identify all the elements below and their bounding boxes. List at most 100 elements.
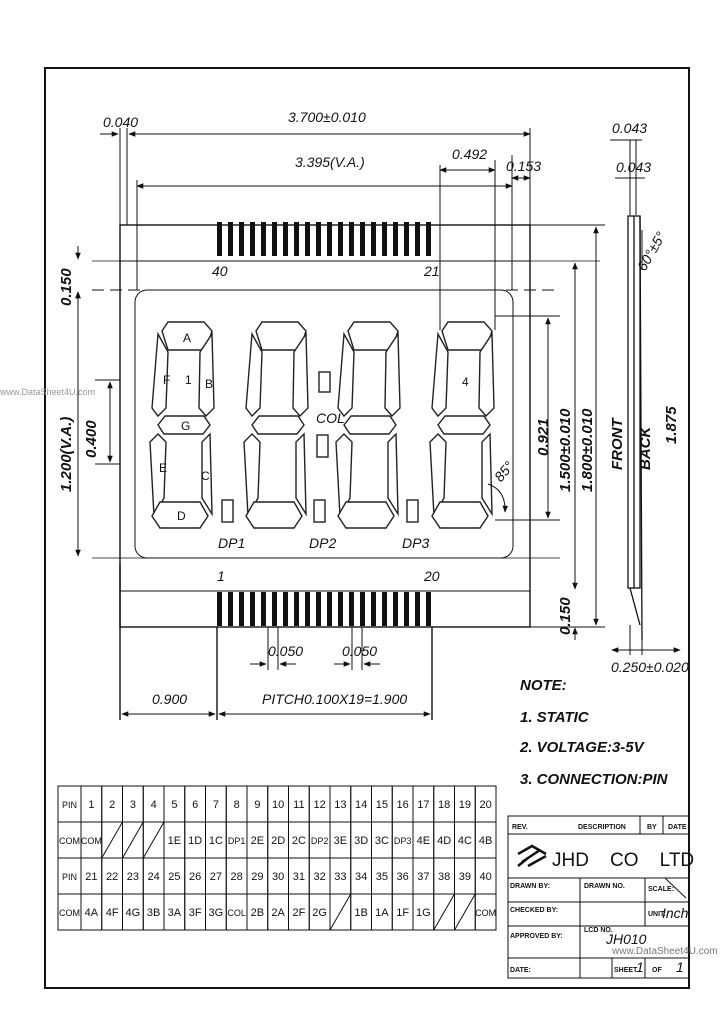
drawing-border bbox=[44, 67, 690, 989]
dim-3700: 3.700±0.010 bbox=[288, 109, 366, 125]
pin-table-text: 35 bbox=[376, 871, 388, 883]
dim-0043b: 0.043 bbox=[616, 159, 651, 175]
digit-4 bbox=[429, 321, 495, 529]
seg-label-F: F bbox=[163, 373, 170, 387]
pin-table-text: 2C bbox=[292, 835, 306, 847]
dim-0250: 0.250±0.020 bbox=[611, 659, 689, 675]
seg-label-A: A bbox=[183, 331, 191, 345]
tb-unit-value: Inch bbox=[662, 905, 689, 921]
pin-comb-bottom bbox=[217, 592, 431, 626]
bottom-dimensions bbox=[121, 627, 431, 717]
pin-table-text: 29 bbox=[251, 871, 263, 883]
dim-1200: 1.200(V.A.) bbox=[58, 417, 75, 492]
digit-2 bbox=[243, 321, 309, 529]
pin-table-empty-slash bbox=[329, 893, 352, 931]
pin-table-text: 4G bbox=[126, 907, 141, 919]
tb-lcd-no-label: LCD NO. bbox=[584, 927, 613, 934]
pin-table-text: 30 bbox=[272, 871, 284, 883]
back-label: BACK bbox=[637, 426, 654, 470]
pin-table-text: 20 bbox=[480, 799, 492, 811]
dim-3395: 3.395(V.A.) bbox=[295, 154, 365, 170]
dim-1875: 1.875 bbox=[663, 406, 680, 444]
tb-checked-by: CHECKED BY: bbox=[510, 907, 558, 914]
top-dimensions bbox=[100, 128, 645, 330]
pin-table-empty-slash bbox=[101, 821, 123, 859]
tb-by: BY bbox=[647, 824, 657, 831]
pin-table-text: 1D bbox=[188, 835, 202, 847]
pin-table-text: 1E bbox=[168, 835, 181, 847]
pin-table-text: DP2 bbox=[311, 836, 329, 846]
dim-0153: 0.153 bbox=[506, 158, 541, 174]
pin-table-text: 39 bbox=[459, 871, 471, 883]
digit-label-4: 4 bbox=[462, 375, 469, 389]
pin-table-text: 2G bbox=[312, 907, 327, 919]
pin-table-text: 3F bbox=[189, 907, 202, 919]
tb-company: JHD CO LTD bbox=[552, 850, 694, 871]
pin-table-text: 25 bbox=[168, 871, 180, 883]
watermark-left: www.DataSheet4U.com bbox=[0, 387, 95, 397]
front-label: FRONT bbox=[609, 417, 626, 470]
pin-table-text: 3B bbox=[147, 907, 160, 919]
pin-table-text: 31 bbox=[293, 871, 305, 883]
tb-sheet-value: 1 bbox=[636, 959, 644, 975]
dim-0050b: 0.050 bbox=[342, 643, 377, 659]
pin-table-text: 13 bbox=[334, 799, 346, 811]
pin-table-text: COM bbox=[59, 908, 80, 918]
dp1-label: DP1 bbox=[218, 535, 245, 551]
pin-table-text: DP1 bbox=[228, 836, 246, 846]
pin-table-text: 3G bbox=[209, 907, 224, 919]
pin-table-text: 1A bbox=[375, 907, 389, 919]
pin-table-text: 2E bbox=[251, 835, 264, 847]
pin-table-text: 2D bbox=[271, 835, 285, 847]
seg-label-D: D bbox=[177, 509, 186, 523]
angle-85-arc bbox=[487, 483, 509, 513]
pin-table-text: 23 bbox=[127, 871, 139, 883]
pin-comb-top bbox=[217, 222, 431, 256]
dp3-label: DP3 bbox=[402, 535, 429, 551]
pin-table-text: 27 bbox=[210, 871, 222, 883]
pin-table-text: 4 bbox=[151, 799, 157, 811]
pin-table-text: COL bbox=[227, 908, 246, 918]
pin-table-text: PIN bbox=[62, 872, 77, 882]
pin-table-text: 4D bbox=[437, 835, 451, 847]
seg-label-G: G bbox=[181, 419, 190, 433]
pin-table-text: 11 bbox=[293, 799, 304, 811]
pin-table-text: 4B bbox=[479, 835, 492, 847]
pin-table-text: 1 bbox=[88, 799, 94, 811]
pin-table-text: 37 bbox=[417, 871, 429, 883]
pin-table-text: 12 bbox=[314, 799, 326, 811]
dim-1500: 1.500±0.010 bbox=[557, 408, 574, 492]
pin-table-text: 10 bbox=[272, 799, 284, 811]
pin-table-text: 2B bbox=[251, 907, 264, 919]
pin-table-text: 19 bbox=[459, 799, 471, 811]
pin-table-text: 3A bbox=[168, 907, 182, 919]
colon-and-dp-segments bbox=[221, 371, 419, 523]
pin-table-text: 38 bbox=[438, 871, 450, 883]
pin-table-text: 17 bbox=[417, 799, 429, 811]
pin-table-text: 2 bbox=[109, 799, 115, 811]
pin-table-text: 7 bbox=[213, 799, 219, 811]
dim-0040: 0.040 bbox=[103, 114, 138, 130]
pin-table-empty-slash bbox=[454, 893, 476, 931]
pin-label-21: 21 bbox=[423, 263, 440, 279]
pin-table-text: 5 bbox=[171, 799, 177, 811]
dp2-label: DP2 bbox=[309, 535, 336, 551]
pin-table-text: 3E bbox=[334, 835, 347, 847]
pin-table-cell bbox=[474, 893, 497, 931]
tb-approved-by: APPROVED BY: bbox=[510, 933, 563, 940]
digit-3 bbox=[335, 321, 401, 529]
left-dimensions bbox=[75, 246, 120, 557]
pin-table-text: 26 bbox=[189, 871, 201, 883]
dim-0043a: 0.043 bbox=[612, 120, 647, 136]
seg-label-B: B bbox=[205, 377, 213, 391]
tb-sheet-label: SHEET bbox=[614, 967, 638, 974]
pin-table-text: 40 bbox=[480, 871, 492, 883]
angle-60: 60°±5° bbox=[634, 229, 669, 274]
tb-unit-label: UNIT: bbox=[648, 911, 666, 918]
digit-label-1: 1 bbox=[185, 373, 192, 387]
pin-table-text: 14 bbox=[355, 799, 367, 811]
pin-table-text: COM bbox=[59, 836, 80, 846]
pin-table-text: 3 bbox=[130, 799, 136, 811]
pin-table-text: 16 bbox=[397, 799, 409, 811]
